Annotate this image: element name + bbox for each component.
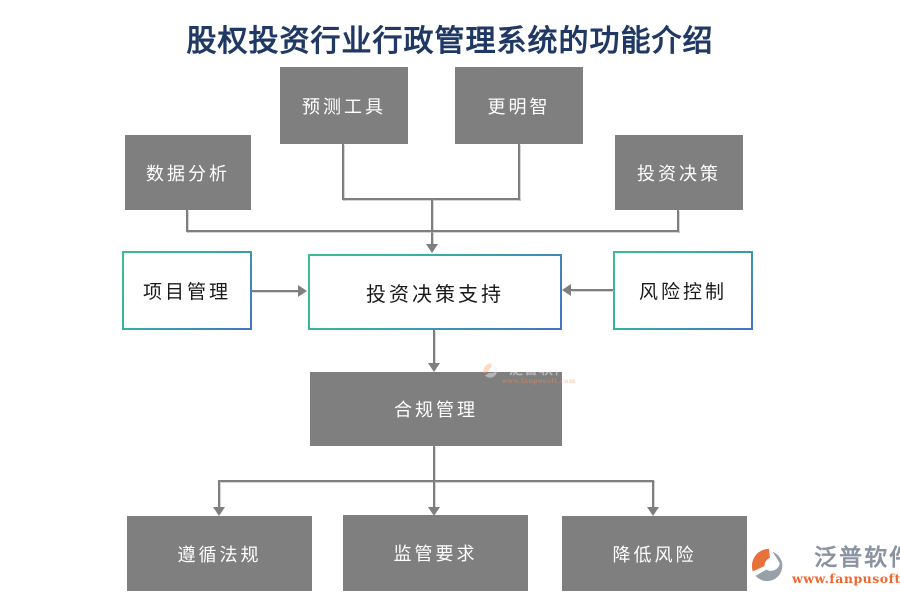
node-forecast-tools: 预测工具 (280, 67, 408, 144)
node-label: 风险控制 (615, 253, 751, 328)
logo-url: www.fanpusoft.com (792, 571, 900, 586)
connector-line (433, 446, 435, 482)
node-label: 遵循法规 (177, 544, 262, 566)
arrowhead-right-icon (298, 285, 307, 297)
node-data-analysis: 数据分析 (125, 135, 251, 210)
node-label: 监管要求 (393, 544, 478, 565)
connector-line (571, 289, 613, 291)
node-regulatory-demand: 监管要求 (343, 515, 528, 591)
connector-line (652, 480, 654, 507)
node-compliance: 合规管理 (310, 372, 562, 446)
connector-line (677, 210, 679, 232)
node-project-management: 项目管理 (122, 251, 252, 330)
logo-text-block: 泛普软件 www.fanpusoft.com (792, 544, 900, 587)
connector-line (252, 290, 298, 292)
connector-line (186, 210, 188, 232)
node-follow-laws: 遵循法规 (127, 516, 312, 591)
node-label: 合规管理 (394, 400, 478, 421)
arrowhead-down-icon (213, 507, 225, 516)
arrowhead-down-icon (428, 507, 440, 516)
connector-line (433, 330, 435, 363)
node-smarter: 更明智 (455, 67, 583, 144)
node-label: 更明智 (487, 96, 551, 118)
arrowhead-left-icon (562, 284, 571, 296)
page-title: 股权投资行业行政管理系统的功能介绍 (186, 24, 714, 59)
node-investment-decision: 投资决策 (615, 135, 743, 210)
node-label: 数据分析 (146, 163, 230, 185)
arrowhead-down-icon (647, 507, 659, 516)
node-decision-support: 投资决策支持 (308, 254, 562, 330)
node-label: 项目管理 (124, 253, 250, 328)
node-label: 预测工具 (302, 96, 386, 118)
fanpu-logo: 泛普软件 www.fanpusoft.com (751, 545, 900, 586)
connector-line (431, 198, 433, 244)
logo-name: 泛普软件 (814, 544, 900, 571)
node-risk-control: 风险控制 (613, 251, 753, 330)
connector-line (186, 230, 679, 232)
node-label: 降低风险 (612, 544, 697, 566)
node-label: 投资决策支持 (310, 256, 560, 328)
arrowhead-down-icon (426, 244, 438, 253)
node-label: 投资决策 (637, 163, 721, 185)
connector-line (433, 480, 435, 507)
connector-line (218, 480, 220, 507)
connector-line (518, 144, 520, 200)
connector-line (218, 480, 654, 482)
connector-line (342, 144, 344, 200)
node-reduce-risk: 降低风险 (562, 516, 747, 591)
arrowhead-down-icon (428, 363, 440, 372)
fanpu-logo-icon (751, 548, 783, 581)
